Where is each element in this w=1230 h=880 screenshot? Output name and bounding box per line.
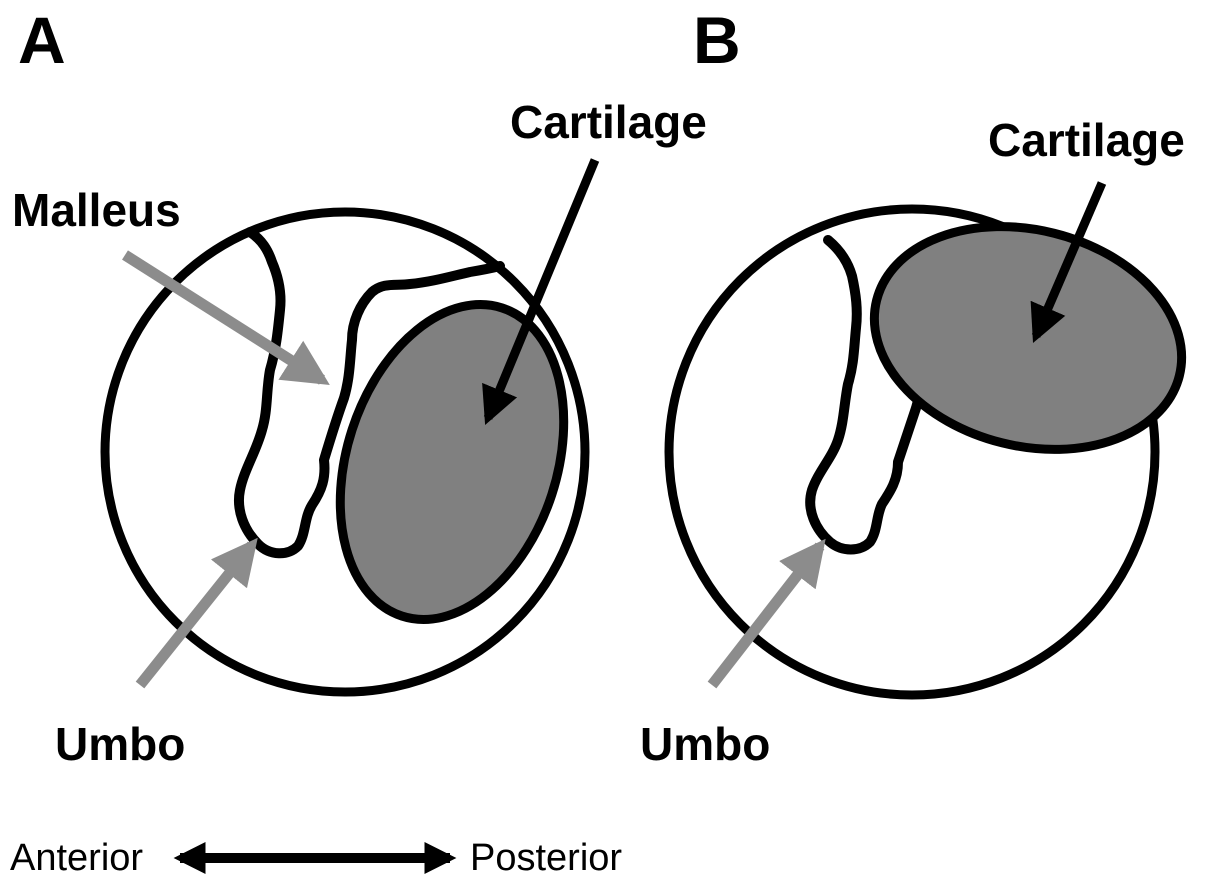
panel-a-malleus-label: Malleus (12, 184, 181, 236)
orientation-indicator: Anterior Posterior (10, 837, 622, 879)
panel-a-umbo-label: Umbo (55, 718, 185, 770)
anterior-label: Anterior (10, 837, 143, 879)
panel-a: A Cartilage Malleus Umbo (12, 3, 707, 770)
posterior-label: Posterior (470, 837, 622, 879)
panel-b: B Cartilage Umbo (640, 3, 1205, 770)
panel-b-cartilage-label: Cartilage (988, 114, 1185, 166)
panel-b-umbo-label: Umbo (640, 718, 770, 770)
panel-a-letter: A (18, 3, 66, 77)
panel-a-cartilage-label: Cartilage (510, 96, 707, 148)
panel-b-letter: B (693, 3, 741, 77)
